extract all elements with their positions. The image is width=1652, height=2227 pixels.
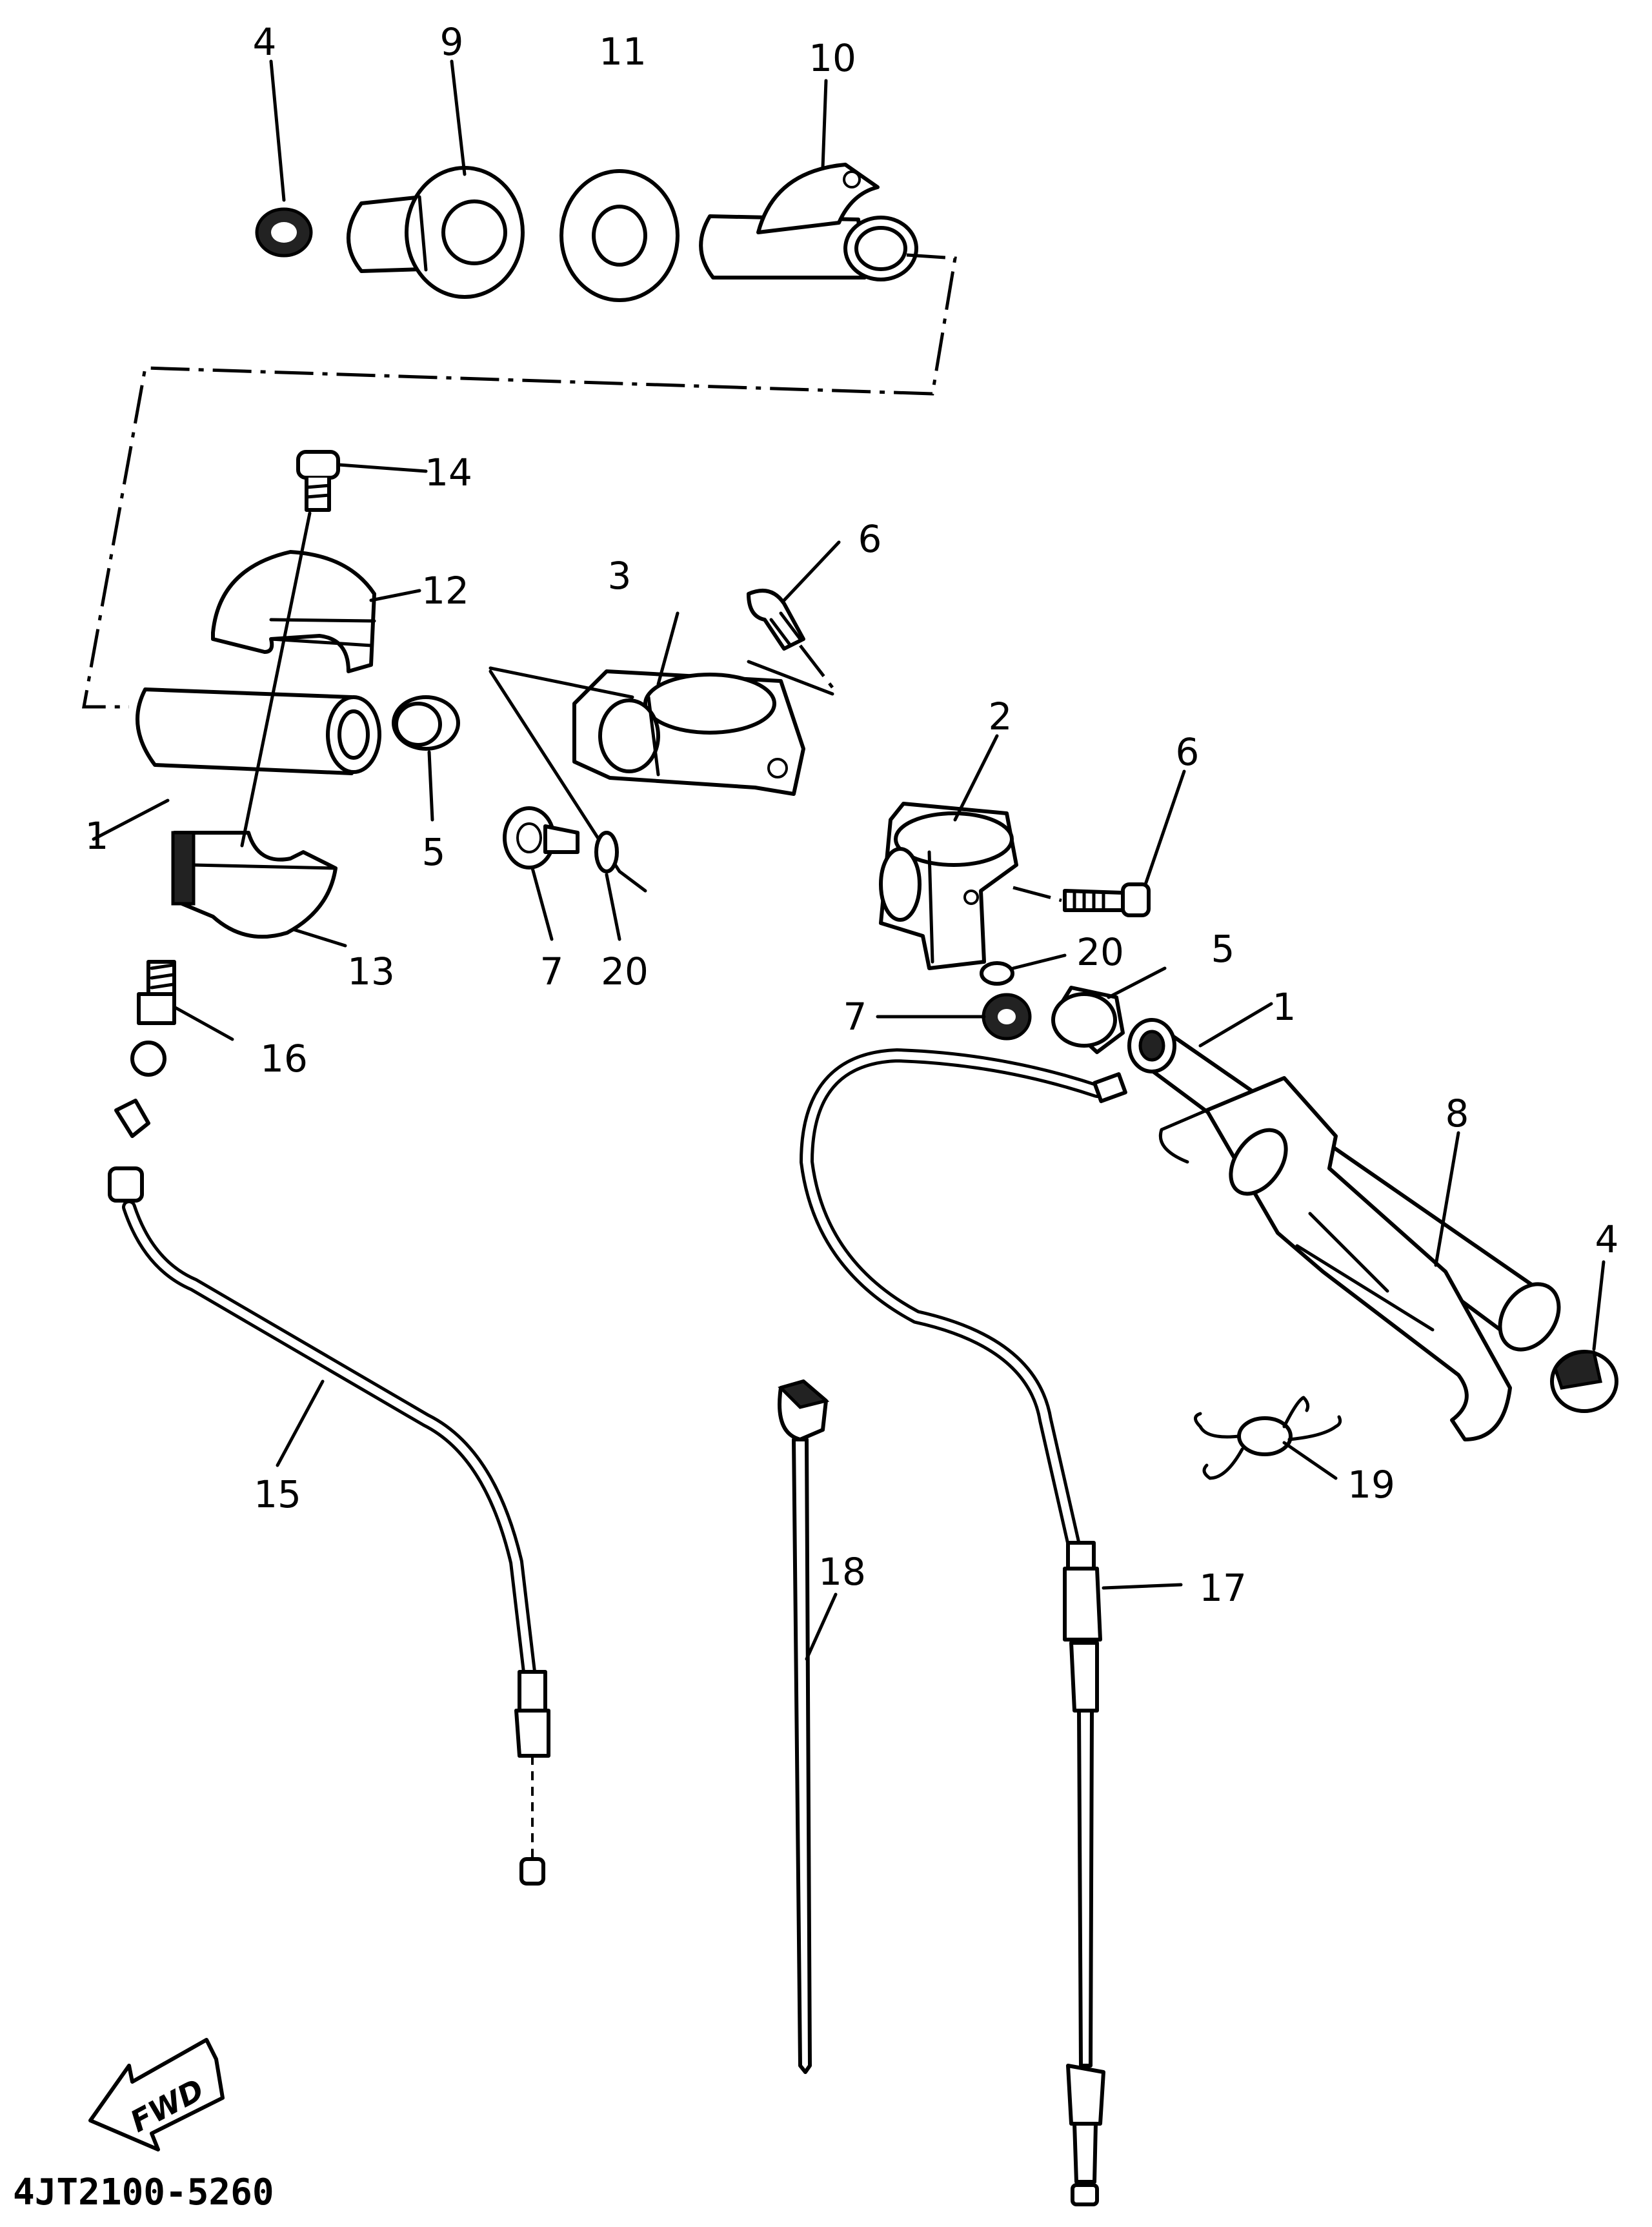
callout-20-right: 20 [1076,930,1124,974]
callout-5-left: 5 [422,830,446,874]
callout-7-right: 7 [843,995,867,1039]
throttle-pipe [699,163,918,281]
callout-4-top: 4 [253,20,277,64]
forward-direction-arrow: FWD [88,2038,225,2151]
callout-8: 8 [1446,1092,1469,1135]
callout-6-upper: 6 [858,517,882,561]
callout-6-right: 6 [1176,730,1200,774]
callout-10: 10 [809,36,856,80]
clutch-cable-17 [799,1048,1127,2206]
washer-20-left [594,831,619,873]
diagram-part-code: 4JT2100-5260 [13,2171,274,2213]
callout-1-left: 1 [85,814,109,858]
callout-13: 13 [347,950,395,993]
bar-end-plug-right [1051,986,1125,1054]
leader-lines [92,59,1606,1661]
callout-2: 2 [989,695,1012,738]
callout-5-right: 5 [1211,927,1235,971]
callout-9: 9 [440,20,464,64]
holder-lower-13 [171,831,337,939]
clutch-lever-8 [1159,1076,1512,1441]
adjuster-bolt-16 [137,960,176,1025]
bolt-6-upper [747,589,834,689]
callout-7-left: 7 [540,950,564,993]
handlebar-left [136,687,381,775]
washer-11 [559,169,680,302]
callout-3: 3 [608,554,632,598]
clip-on-holder-right-2 [879,802,1018,970]
callout-20-left: 20 [601,950,649,993]
alignment-line-left [240,511,312,848]
guide-line-left-holder [489,660,834,893]
bolt-7-left [503,806,579,869]
grip-end-cap-right [1550,1350,1618,1413]
clip-on-holder-left-3 [572,669,805,796]
cable-nut [114,1041,166,1138]
throttle-grip [347,166,525,299]
wire-clip-19 [1194,1396,1342,1480]
washer-20-right [980,961,1014,986]
holder-upper-12 [211,550,376,673]
bolt-14 [296,450,340,512]
bolt-6-right [1012,882,1151,917]
callout-18: 18 [818,1550,866,1594]
callout-16: 16 [260,1037,308,1081]
callout-labels: 4 9 11 10 14 12 3 6 1 5 13 7 20 2 6 20 5… [85,20,1619,1610]
callout-12: 12 [421,569,469,613]
callout-14: 14 [425,451,472,494]
callout-4-right: 4 [1595,1217,1619,1261]
callout-17: 17 [1199,1566,1247,1610]
callout-15: 15 [254,1472,301,1516]
throttle-cable-15 [108,1166,550,1886]
bar-end-plug-left [392,695,460,751]
assembly-path-top [82,253,957,709]
grip-end-cap-top [255,207,313,258]
callout-11: 11 [599,30,647,74]
cable-tie-18 [778,1379,830,2074]
bolt-7-right [982,993,1032,1041]
callout-19: 19 [1347,1463,1395,1507]
callout-1-right: 1 [1273,985,1296,1029]
